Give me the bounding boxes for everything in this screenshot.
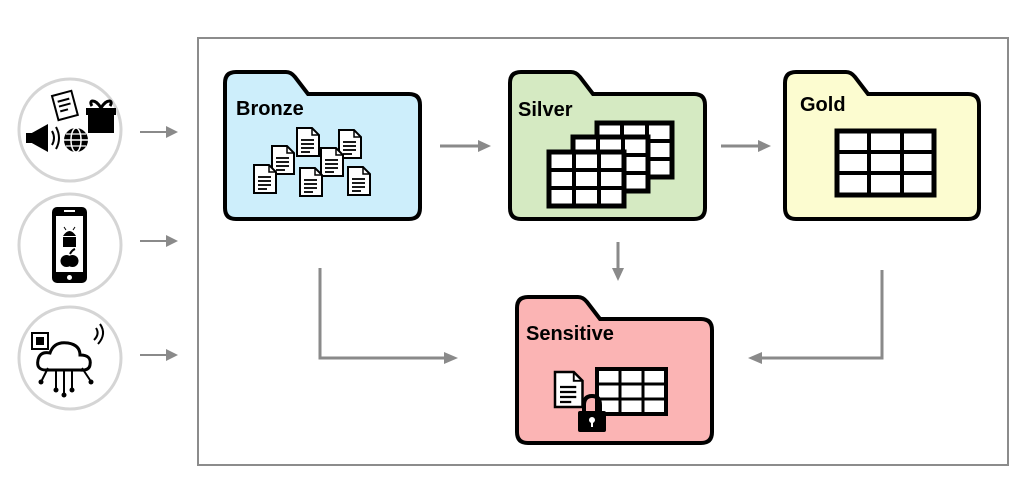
globe-icon [64, 127, 88, 153]
chip-icon [31, 332, 49, 350]
silver-label: Silver [518, 99, 573, 121]
source-marketing-web [17, 77, 123, 183]
bronze-to-silver-arrow [440, 140, 491, 152]
lock-icon [578, 393, 606, 432]
bronze-to-sensitive-arrow [318, 268, 458, 364]
sensitive-label: Sensitive [526, 323, 614, 345]
wireless-icon [93, 323, 104, 345]
document-icon [50, 89, 80, 122]
bronze-folder: Bronze [223, 70, 422, 221]
android-icon [63, 226, 76, 247]
gold-to-sensitive-arrow [748, 270, 884, 364]
source-iot-cloud [17, 305, 123, 411]
bronze-label: Bronze [236, 98, 304, 120]
table-icon [595, 367, 668, 416]
document-icon [553, 370, 584, 409]
ingest-arrow-1 [140, 126, 178, 138]
gift-icon [86, 99, 116, 133]
cloud-icon [36, 341, 94, 398]
silver-folder: Silver [508, 70, 707, 221]
ingest-arrow-3 [140, 349, 178, 361]
table-icon [834, 128, 937, 198]
megaphone-icon [26, 124, 60, 152]
silver-to-sensitive-arrow [612, 242, 624, 281]
gold-label: Gold [800, 94, 846, 116]
lakehouse-boundary [197, 37, 1009, 466]
source-mobile [17, 192, 123, 298]
ingest-arrow-2 [140, 235, 178, 247]
gold-folder: Gold [783, 70, 981, 221]
silver-to-gold-arrow [721, 140, 771, 152]
sensitive-folder: Sensitive [515, 295, 714, 445]
apple-icon [60, 248, 79, 267]
